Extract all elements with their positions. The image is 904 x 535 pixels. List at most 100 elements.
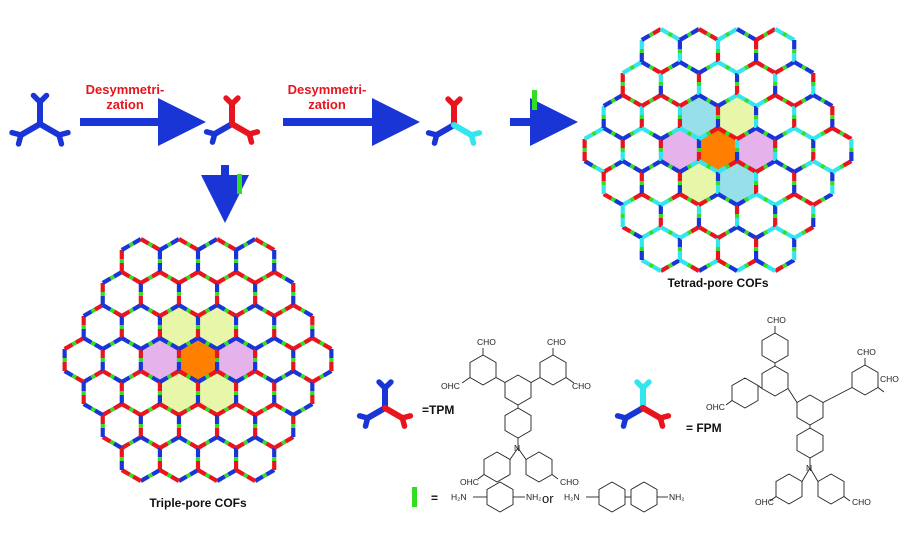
network-bond	[254, 408, 265, 417]
imine-linker	[128, 274, 135, 281]
network-bond	[265, 468, 276, 477]
network-bond	[151, 402, 161, 411]
imine-linker	[800, 229, 807, 236]
network-bond	[747, 60, 758, 69]
imine-linker	[185, 373, 192, 380]
imine-linker	[800, 97, 807, 104]
network-bond	[728, 225, 739, 234]
network-bond	[632, 231, 643, 240]
amine-1-left: H₂N	[451, 492, 467, 502]
network-bond	[265, 243, 276, 252]
network-bond	[747, 258, 758, 267]
imine-linker	[166, 439, 173, 446]
tpm-legend-icon	[356, 379, 414, 429]
c3-monomer-icon	[9, 92, 71, 147]
imine-linker	[261, 373, 268, 380]
imine-linker	[743, 64, 750, 71]
pore-fill	[718, 161, 756, 205]
network-bond	[736, 264, 746, 273]
network-bond	[716, 60, 727, 69]
pore-fill	[217, 338, 255, 382]
pore-fill	[718, 95, 756, 139]
network-bond	[632, 99, 643, 108]
network-bond	[755, 33, 765, 42]
network-bond	[602, 126, 613, 135]
network-bond	[823, 99, 834, 108]
imine-linker	[724, 229, 731, 236]
network-bond	[728, 198, 739, 207]
network-bond	[120, 243, 131, 252]
pore-fill	[661, 128, 699, 172]
imine-linker	[128, 307, 135, 314]
network-bond	[774, 27, 785, 36]
network-bond	[640, 165, 651, 174]
imine-linker	[90, 307, 96, 314]
network-bond	[265, 441, 276, 450]
network-bond	[659, 93, 670, 102]
imine-linker	[667, 163, 674, 170]
fpm-chemical-structure	[725, 326, 885, 505]
network-bond	[273, 402, 284, 411]
fpm-n-atom: N	[806, 463, 812, 473]
linker-icon-down	[237, 174, 242, 194]
network-bond	[793, 231, 804, 240]
network-bond	[736, 93, 746, 102]
imine-linker	[147, 406, 154, 413]
network-bond	[823, 192, 834, 201]
network-bond	[189, 375, 200, 384]
network-bond	[755, 192, 765, 201]
network-bond	[303, 336, 314, 345]
network-bond	[716, 192, 727, 201]
network-bond	[736, 225, 746, 234]
network-bond	[690, 132, 700, 141]
network-bond	[139, 303, 150, 312]
network-bond	[785, 192, 796, 201]
network-bond	[120, 441, 131, 450]
imine-linker	[705, 64, 712, 71]
imine-linker	[280, 340, 287, 347]
network-bond	[602, 192, 613, 201]
imine-linker	[743, 229, 750, 236]
imine-linker	[686, 97, 693, 104]
network-bond	[659, 225, 670, 234]
imine-linker	[242, 373, 249, 380]
imine-linker	[724, 262, 731, 269]
network-bond	[292, 342, 303, 351]
imine-linker	[242, 472, 249, 479]
network-bond	[170, 342, 180, 351]
imine-linker	[800, 196, 807, 203]
network-bond	[292, 303, 303, 312]
amine-2-right: NH₂	[669, 492, 685, 502]
triple-pore-title: Triple-pore COFs	[149, 496, 247, 510]
network-bond	[793, 165, 804, 174]
imine-linker	[261, 241, 268, 248]
monomer-arm	[211, 121, 235, 137]
network-bond	[613, 159, 624, 168]
imine-linker	[705, 262, 712, 269]
network-bond	[583, 132, 594, 141]
imine-linker	[610, 97, 616, 104]
imine-linker	[781, 262, 788, 269]
network-bond	[63, 369, 74, 378]
network-bond	[831, 126, 842, 135]
imine-linker	[185, 439, 192, 446]
imine-linker	[242, 406, 249, 413]
network-bond	[93, 342, 104, 351]
network-bond	[292, 408, 303, 417]
imine-linker	[839, 163, 845, 170]
linker-icon-top	[532, 90, 537, 110]
network-bond	[170, 408, 180, 417]
imine-linker	[686, 64, 693, 71]
imine-linker	[147, 472, 154, 479]
network-bond	[766, 198, 777, 207]
network-bond	[651, 132, 662, 141]
monomer-arm	[229, 121, 253, 137]
network-bond	[716, 126, 727, 135]
network-bond	[602, 99, 613, 108]
imine-linker	[781, 64, 788, 71]
network-bond	[246, 276, 257, 285]
network-bond	[93, 303, 104, 312]
network-bond	[139, 369, 150, 378]
fpm-label: = FPM	[686, 421, 722, 435]
monomer-fork	[468, 132, 477, 146]
